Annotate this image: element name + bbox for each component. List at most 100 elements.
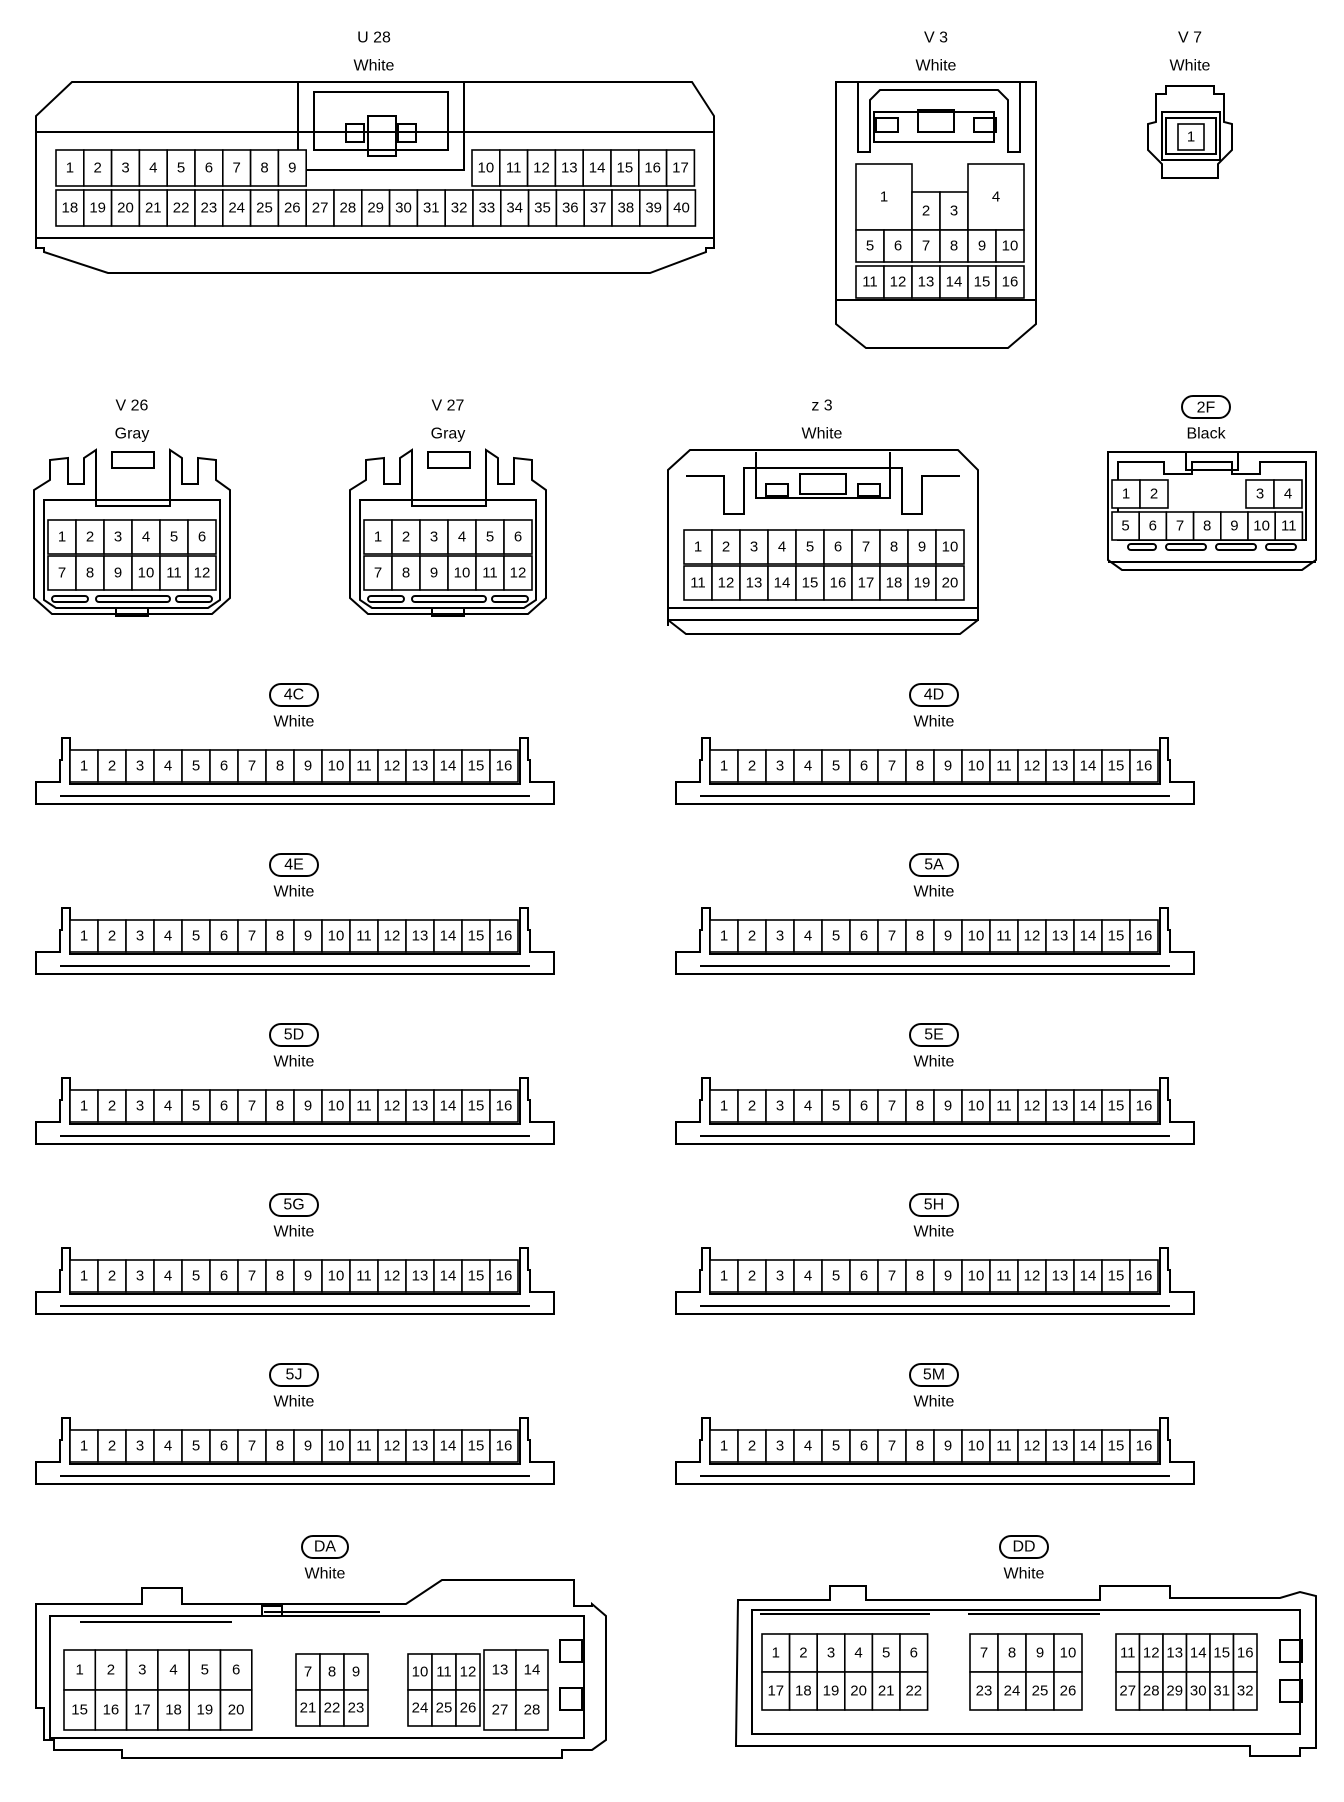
connector-color: White — [274, 714, 315, 731]
pin-number: 12 — [718, 575, 735, 592]
pin-number: 6 — [205, 160, 213, 177]
pin-number: 9 — [288, 160, 296, 177]
pin-4: 4 — [843, 1633, 874, 1673]
pin-number: 7 — [374, 565, 382, 582]
pin-11: 11 — [349, 1089, 379, 1123]
pin-number: 10 — [454, 565, 471, 582]
pin-number: 1 — [772, 1645, 780, 1662]
pin-number: 15 — [1108, 1268, 1125, 1285]
pin-8: 8 — [249, 149, 280, 187]
pin-number: 14 — [1080, 1098, 1097, 1115]
pin-number: 6 — [860, 1438, 868, 1455]
pin-12: 12 — [187, 555, 217, 591]
connector-id-badge — [909, 853, 959, 877]
pin-23: 23 — [969, 1671, 999, 1711]
pin-11: 11 — [349, 1259, 379, 1293]
pin-5: 5 — [181, 1259, 211, 1293]
pin-3: 3 — [765, 1429, 795, 1463]
connector-color: Gray — [431, 426, 466, 443]
pin-number: 12 — [384, 1098, 401, 1115]
pin-19: 19 — [83, 189, 113, 227]
pin-number: 8 — [916, 1438, 924, 1455]
pin-number: 7 — [888, 758, 896, 775]
pin-number: 3 — [121, 160, 129, 177]
pin-13: 13 — [405, 749, 435, 783]
pin-number: 25 — [1032, 1683, 1049, 1700]
pin-16: 16 — [1129, 749, 1159, 783]
pin-number: 10 — [138, 565, 155, 582]
pin-25: 25 — [1025, 1671, 1055, 1711]
pin-11: 11 — [1115, 1633, 1141, 1673]
pin-number: 15 — [468, 758, 485, 775]
pin-9: 9 — [907, 529, 937, 565]
pin-number: 2 — [1150, 486, 1158, 503]
pin-15: 15 — [1101, 1429, 1131, 1463]
pin-7: 7 — [969, 1633, 999, 1673]
pin-6: 6 — [823, 529, 853, 565]
pin-number: 15 — [1108, 928, 1125, 945]
pin-14: 14 — [1073, 1259, 1103, 1293]
pin-4: 4 — [447, 519, 477, 555]
pin-6: 6 — [849, 749, 879, 783]
pin-9: 9 — [933, 1089, 963, 1123]
pin-number: 9 — [430, 565, 438, 582]
pin-number: 13 — [1052, 1098, 1069, 1115]
pin-number: 5 — [866, 238, 874, 255]
pin-15: 15 — [1101, 749, 1131, 783]
pin-15: 15 — [1101, 1089, 1131, 1123]
pin-5: 5 — [166, 149, 196, 187]
pin-number: 10 — [328, 1438, 345, 1455]
pin-14: 14 — [1073, 1089, 1103, 1123]
pin-1: 1 — [855, 163, 913, 231]
pin-number: 15 — [1108, 758, 1125, 775]
pin-number: 15 — [1213, 1645, 1230, 1662]
pin-number: 11 — [996, 928, 1012, 945]
pin-7: 7 — [851, 529, 881, 565]
pin-number: 13 — [1052, 1438, 1069, 1455]
pin-number: 9 — [978, 238, 986, 255]
pin-number: 4 — [142, 529, 150, 546]
pin-14: 14 — [433, 1089, 463, 1123]
pin-9: 9 — [1025, 1633, 1055, 1673]
pin-number: 10 — [328, 928, 345, 945]
pin-number: 4 — [804, 1438, 812, 1455]
pin-5: 5 — [871, 1633, 901, 1673]
pin-5: 5 — [159, 519, 189, 555]
pin-number: 6 — [860, 928, 868, 945]
connector-id: V 7 — [1178, 30, 1202, 47]
pin-number: 13 — [1166, 1645, 1183, 1662]
pin-12: 12 — [377, 1429, 407, 1463]
pin-7: 7 — [1165, 511, 1195, 541]
pin-number: 11 — [356, 928, 372, 945]
pin-number: 10 — [968, 1268, 985, 1285]
pin-31: 31 — [1209, 1671, 1235, 1711]
pin-number: 30 — [395, 200, 412, 217]
pin-number: 7 — [888, 1098, 896, 1115]
pin-number: 6 — [232, 1662, 240, 1679]
pin-number: 6 — [860, 1268, 868, 1285]
pin-number: 4 — [164, 1098, 172, 1115]
pin-1: 1 — [55, 149, 85, 187]
pin-14: 14 — [582, 149, 612, 187]
connector-id-badge — [909, 1193, 959, 1217]
pin-2: 2 — [1139, 479, 1169, 509]
pin-number: 11 — [356, 758, 372, 775]
pin-16: 16 — [1129, 1089, 1159, 1123]
pin-13: 13 — [1045, 919, 1075, 953]
pin-number: 16 — [496, 1268, 513, 1285]
pin-number: 7 — [58, 565, 66, 582]
connector-id-badge — [269, 1023, 319, 1047]
pin-1: 1 — [709, 1429, 739, 1463]
pin-number: 2 — [748, 758, 756, 775]
pin-3: 3 — [765, 919, 795, 953]
pin-number: 13 — [561, 160, 578, 177]
pin-number: 15 — [468, 1268, 485, 1285]
pin-number: 1 — [80, 1098, 88, 1115]
pin-number: 2 — [799, 1645, 807, 1662]
pin-number: 7 — [248, 1268, 256, 1285]
pin-5: 5 — [188, 1649, 222, 1691]
pin-15: 15 — [795, 565, 825, 601]
pin-16: 16 — [823, 565, 853, 601]
